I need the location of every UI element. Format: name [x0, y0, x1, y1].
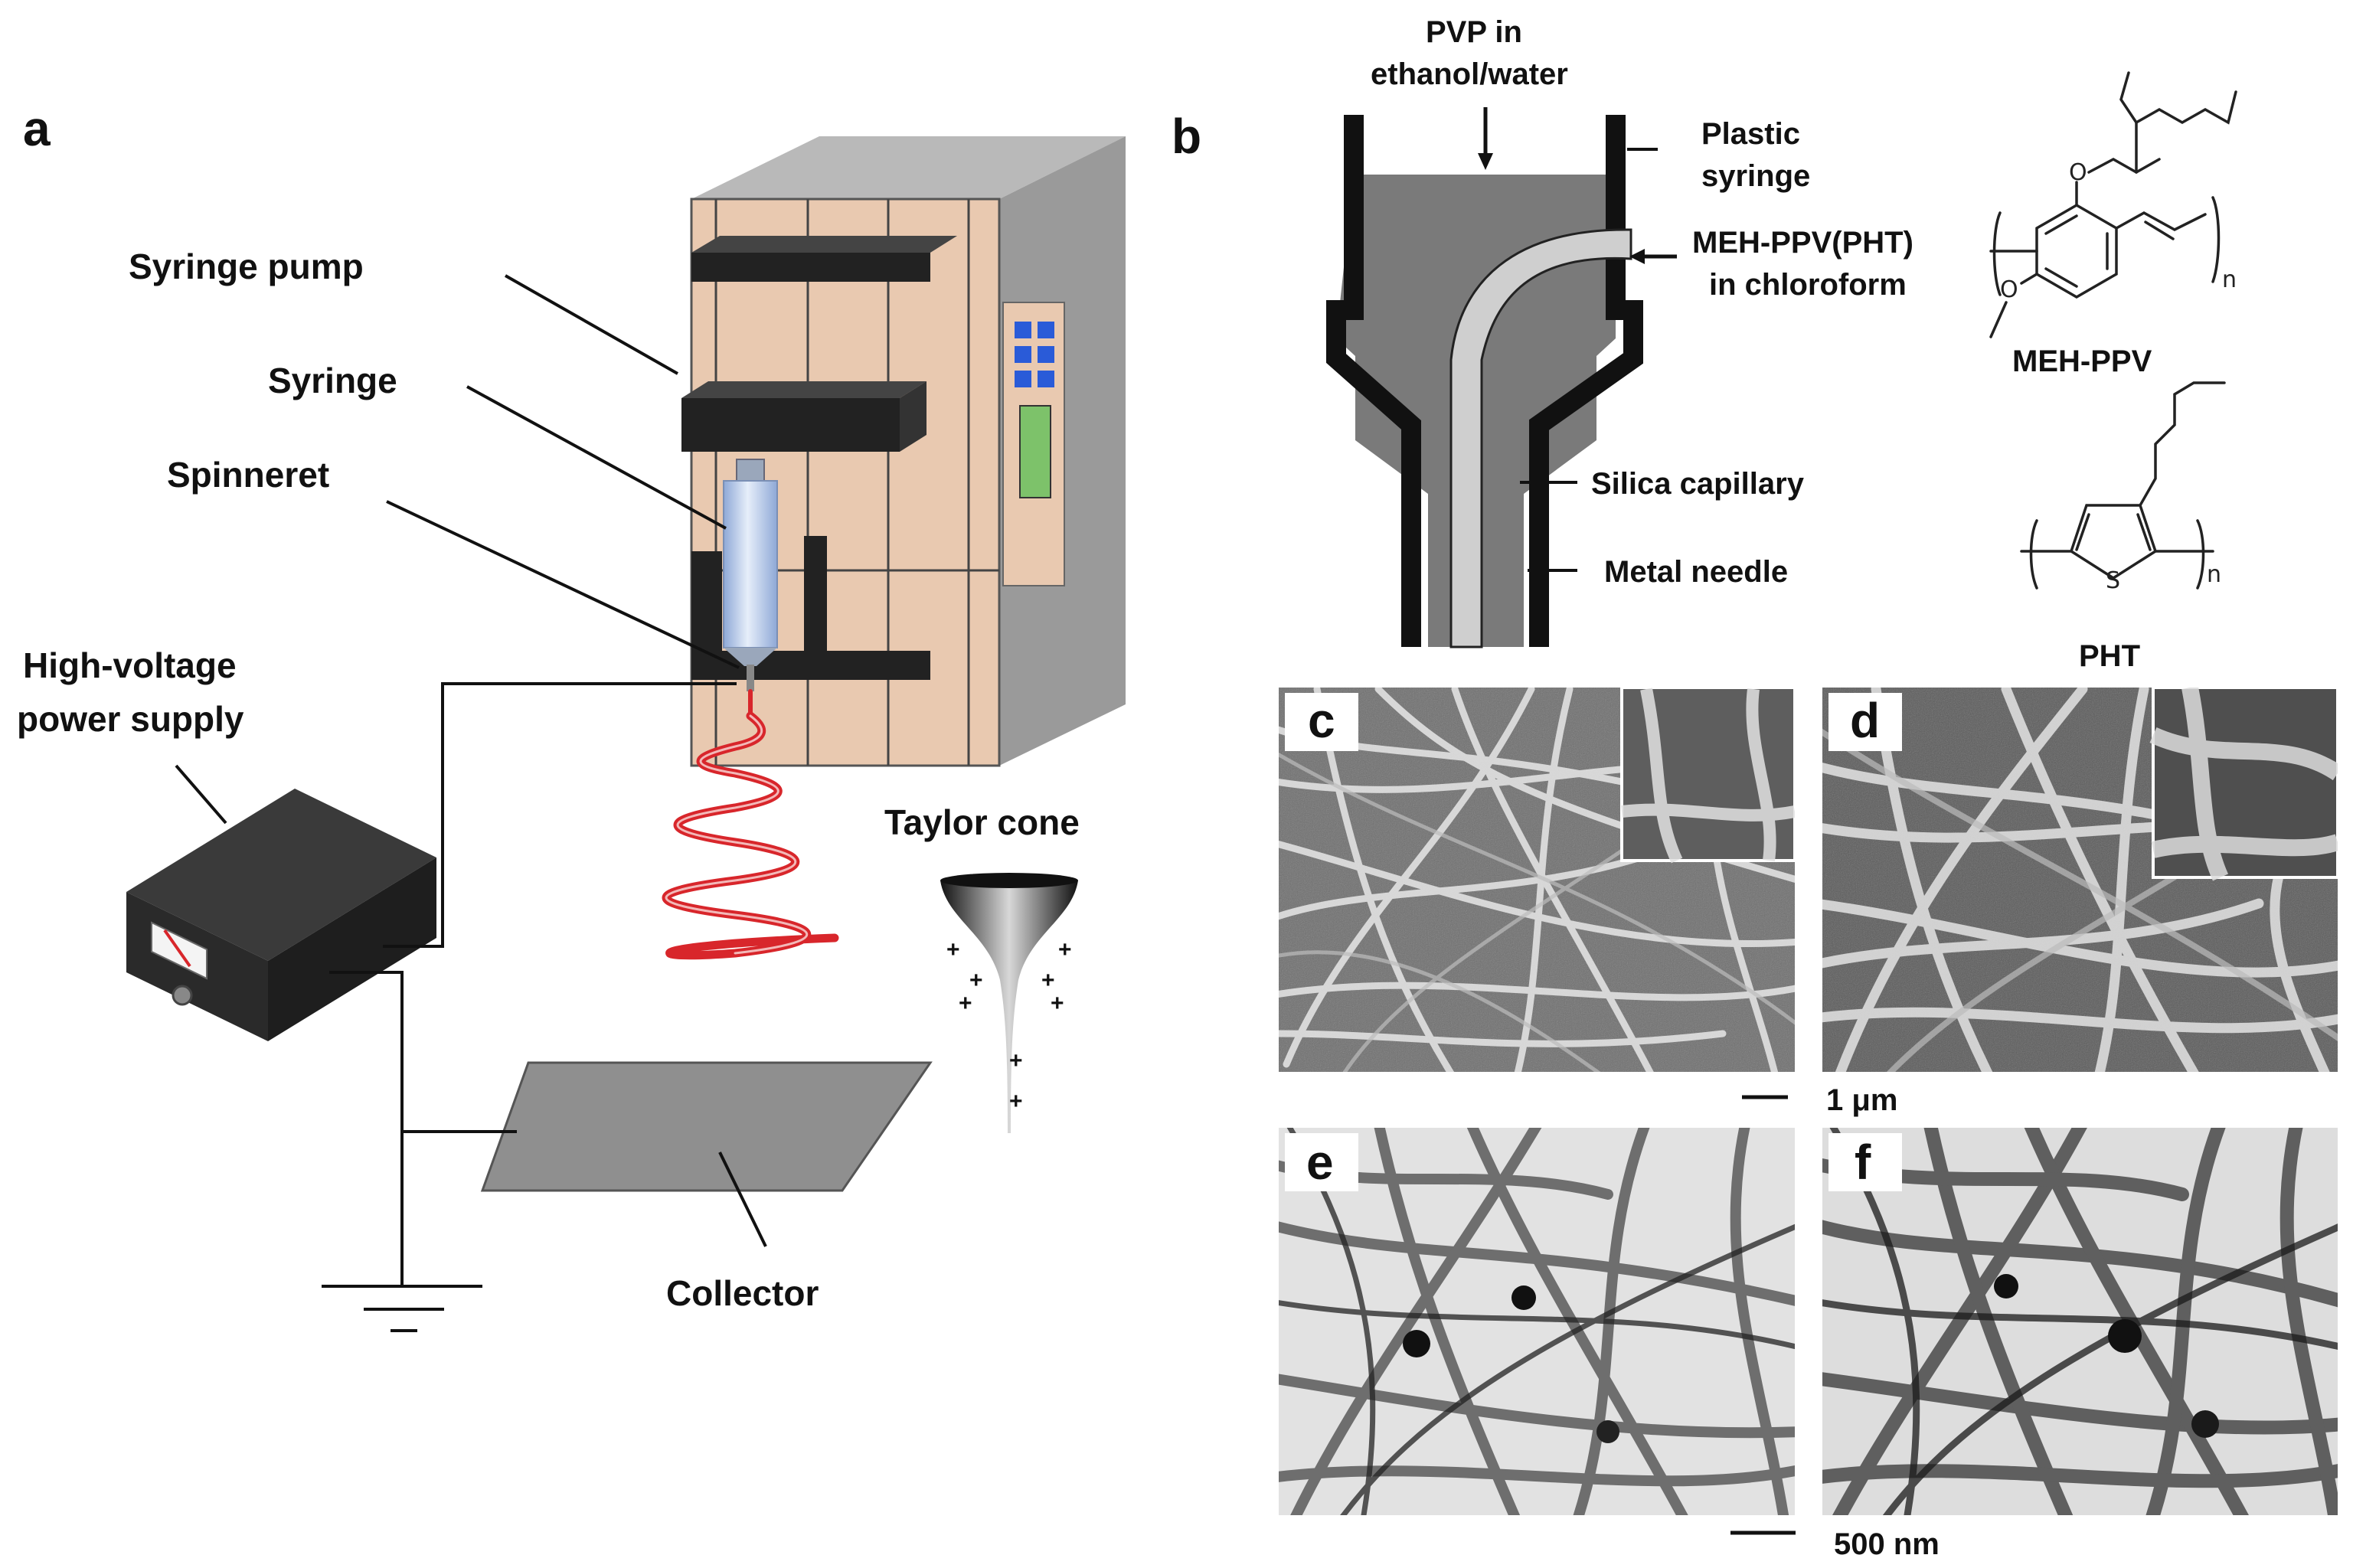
label-pht-name: PHT — [2079, 639, 2140, 673]
panel-label-a: a — [23, 101, 51, 156]
panel-label-c: c — [1308, 693, 1335, 748]
ground-symbol — [322, 1285, 482, 1332]
sem-image-c: c — [1279, 688, 1795, 1072]
panel-label-f: f — [1855, 1135, 1871, 1190]
charge-plus: + — [946, 937, 960, 962]
charge-plus: + — [1041, 968, 1055, 993]
label-hv-line2: power supply — [17, 699, 244, 739]
pump-top-face — [691, 136, 1126, 199]
label-collector: Collector — [666, 1273, 819, 1313]
spinneret-needle — [747, 665, 754, 691]
label-silica-capillary: Silica capillary — [1591, 467, 1805, 501]
charge-plus: + — [969, 968, 983, 993]
sem-image-d: d — [1822, 688, 2338, 1072]
scale-label-tem: 500 nm — [1834, 1527, 1940, 1561]
charge-plus: + — [1009, 1048, 1023, 1073]
pump-display-screen — [1019, 405, 1051, 498]
pump-block-lower — [691, 551, 722, 651]
pump-keypad — [1015, 322, 1054, 387]
pump-rail-bottom — [691, 651, 930, 680]
high-voltage-power-supply — [126, 789, 436, 1041]
label-plastic-line1: Plastic — [1701, 117, 1800, 151]
charge-plus: + — [1009, 1089, 1023, 1114]
tem-image-e: e — [1279, 1128, 1795, 1515]
supply-right-face — [268, 858, 436, 1041]
label-pvp-line1: PVP in — [1426, 15, 1522, 49]
wire-ground-to-collector — [329, 971, 517, 1133]
syringe-pump — [681, 136, 1126, 767]
leader-syringe — [466, 385, 727, 530]
label-plastic-line2: syringe — [1701, 159, 1810, 193]
oxygen-atom-top: O — [2069, 159, 2087, 186]
sulfur-atom: S — [2106, 567, 2120, 594]
label-pvp-line2: ethanol/water — [1371, 57, 1568, 91]
syringe-barrel — [723, 480, 778, 648]
syringe — [723, 459, 778, 691]
electrospinning-jet — [662, 689, 839, 960]
leader-syringe-pump — [505, 274, 678, 375]
silica-capillary — [1449, 228, 1632, 648]
mehppv-repeat-n: n — [2222, 266, 2237, 293]
leader-collector — [718, 1152, 767, 1247]
label-taylor-cone: Taylor cone — [884, 802, 1080, 842]
label-mehppv-line2: in chloroform — [1709, 268, 1907, 302]
charge-plus: + — [959, 991, 972, 1016]
taylor-cone-shape — [940, 880, 1078, 1133]
charge-plus: + — [1051, 991, 1064, 1016]
coaxial-spinneret-diagram — [1326, 107, 1677, 648]
pump-rail-top — [691, 253, 930, 282]
charge-plus: + — [1058, 937, 1072, 962]
pump-clamp-bar — [681, 398, 900, 452]
supply-top-face — [126, 789, 436, 961]
label-mehppv-name: MEH-PPV — [2012, 345, 2152, 378]
label-syringe: Syringe — [268, 361, 397, 400]
mehppv-structure: O O n — [1989, 71, 2237, 338]
cone-charges: + + + + + + + + — [946, 937, 1072, 1114]
panel-label-e: e — [1306, 1135, 1334, 1190]
label-hv-line1: High-voltage — [23, 645, 237, 685]
supply-knob — [172, 985, 193, 1006]
syringe-wall — [1326, 115, 1643, 647]
pht-repeat-n: n — [2207, 561, 2221, 588]
leader-power-supply — [175, 764, 227, 825]
label-mehppv-line1: MEH-PPV(PHT) — [1692, 226, 1913, 260]
collector-plate — [480, 1061, 933, 1192]
label-spinneret: Spinneret — [167, 455, 329, 495]
pht-structure: S n — [2020, 381, 2226, 594]
panel-label-b: b — [1172, 109, 1201, 164]
tem-image-f: f — [1822, 1128, 2338, 1515]
taylor-cone-illustration: + + + + + + + + — [940, 873, 1078, 1133]
panel-label-d: d — [1850, 693, 1880, 748]
leader-spinneret — [386, 500, 740, 669]
fiber-network-e — [1279, 1128, 1795, 1515]
label-syringe-pump: Syringe pump — [129, 247, 364, 286]
oxygen-atom-bottom: O — [2000, 276, 2018, 303]
label-metal-needle: Metal needle — [1604, 555, 1788, 589]
wire-hv-to-spinneret — [383, 682, 737, 948]
scale-label-sem: 1 μm — [1826, 1083, 1897, 1117]
